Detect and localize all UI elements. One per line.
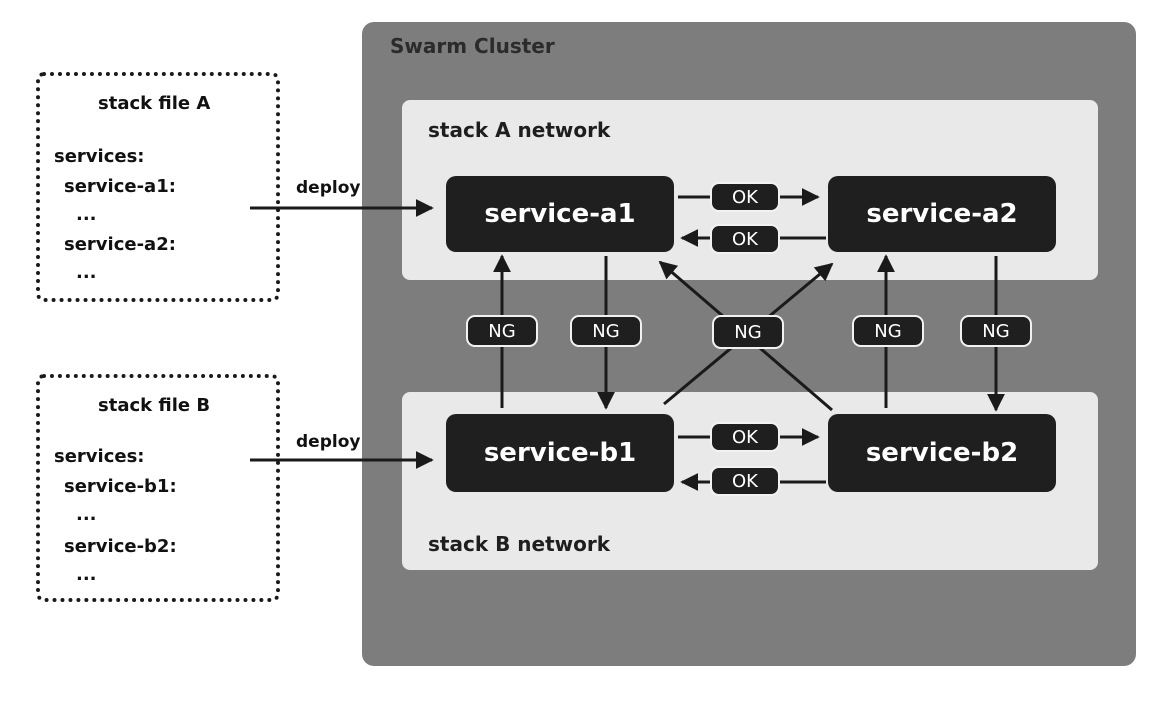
ok-badge: OK [710,224,780,254]
service-b2-label: service-b2 [865,438,1019,468]
stack-file-a-line: ... [76,262,97,283]
ok-badge: OK [710,466,780,496]
ok-badge: OK [710,182,780,212]
deploy-label-a: deploy [296,178,361,198]
ng-badge: NG [466,315,538,347]
ng-badge: NG [570,315,642,347]
stack-a-network-label: stack A network [428,118,611,142]
stack-file-a-line: ... [76,204,97,225]
stack-file-a-line: service-a2: [64,234,176,255]
service-a2-box: service-a2 [828,176,1056,252]
service-b1-label: service-b1 [483,438,637,468]
service-a2-label: service-a2 [866,199,1018,229]
stack-file-a-line: service-a1: [64,176,176,197]
stack-file-b-line: services: [54,446,145,467]
deploy-label-b: deploy [296,432,361,452]
ng-badge: NG [712,315,784,349]
stack-file-b [36,374,280,602]
service-b1-box: service-b1 [446,414,674,492]
ng-badge: NG [852,315,924,347]
stack-file-a-title: stack file A [98,93,211,114]
stack-file-b-title: stack file B [98,395,211,416]
service-a1-label: service-a1 [484,199,636,229]
service-a1-box: service-a1 [446,176,674,252]
stack-file-b-line: service-b2: [64,536,177,557]
stack-file-a [36,72,280,302]
ok-badge: OK [710,422,780,452]
stack-file-b-line: ... [76,504,97,525]
stack-file-a-line: services: [54,146,145,167]
ng-badge: NG [960,315,1032,347]
stack-file-b-line: ... [76,564,97,585]
swarm-cluster-title: Swarm Cluster [390,34,555,58]
stack-file-b-line: service-b1: [64,476,177,497]
stack-b-network-label: stack B network [428,532,611,556]
service-b2-box: service-b2 [828,414,1056,492]
